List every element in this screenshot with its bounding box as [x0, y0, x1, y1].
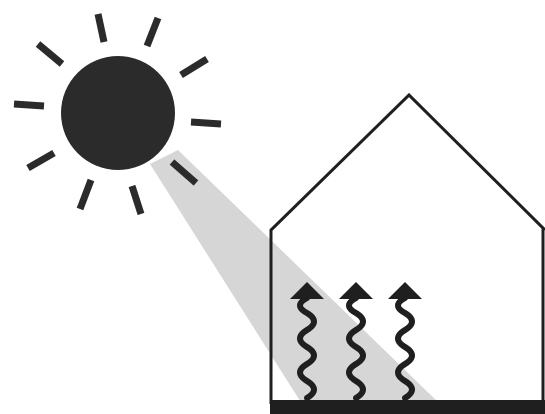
- sun-ray: [147, 18, 158, 46]
- sun-ray: [181, 59, 207, 75]
- sun-icon: [61, 56, 175, 170]
- arrowhead-icon: [388, 282, 422, 299]
- sun-ray: [191, 122, 221, 124]
- sun-ray: [38, 44, 62, 64]
- sun-ray: [98, 14, 104, 42]
- sun-ray: [28, 153, 54, 168]
- floor-slab: [270, 400, 545, 414]
- sunlight-beam: [150, 150, 440, 404]
- arrowhead-icon: [339, 282, 373, 299]
- sun-ray: [80, 180, 91, 209]
- sun-ray: [132, 186, 141, 214]
- sun-ray: [14, 104, 44, 106]
